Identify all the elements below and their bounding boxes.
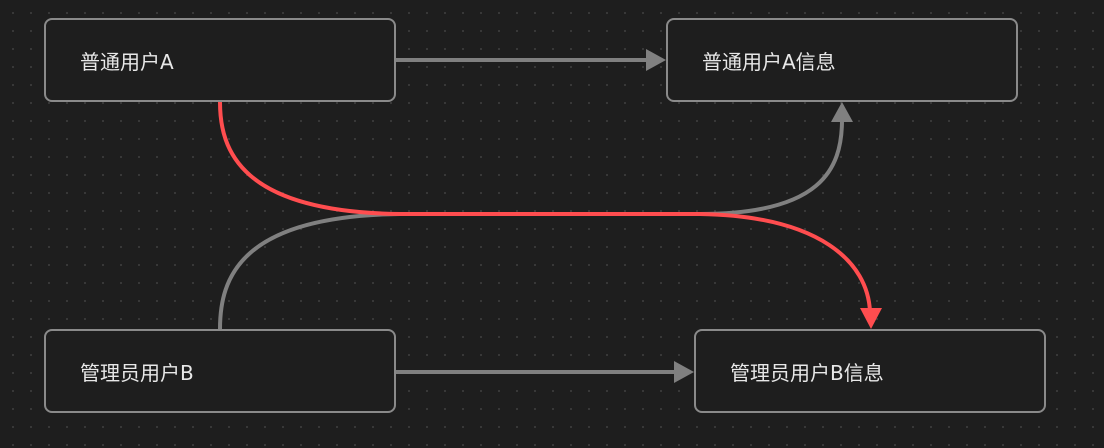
arrowhead-user-a-info-left: [646, 49, 666, 71]
arrowhead-admin-b-info-top: [860, 308, 882, 329]
arrowhead-user-a-info-bottom: [831, 102, 853, 122]
node-user-a-label: 普通用户A: [80, 49, 174, 74]
edge-admin-b-to-user-a-info: [218, 119, 844, 330]
node-user-a-info-label: 普通用户A信息: [702, 49, 836, 74]
node-admin-b-info-label: 管理员用户B信息: [730, 360, 884, 385]
node-user-a-info[interactable]: 普通用户A信息: [666, 18, 1018, 102]
node-admin-b[interactable]: 管理员用户B: [44, 329, 396, 413]
edge-user-a-to-admin-b-info: [218, 101, 872, 313]
node-admin-b-info[interactable]: 管理员用户B信息: [694, 329, 1046, 413]
arrowhead-admin-b-info-left: [674, 361, 694, 383]
node-user-a[interactable]: 普通用户A: [44, 18, 396, 102]
node-admin-b-label: 管理员用户B: [80, 360, 194, 385]
